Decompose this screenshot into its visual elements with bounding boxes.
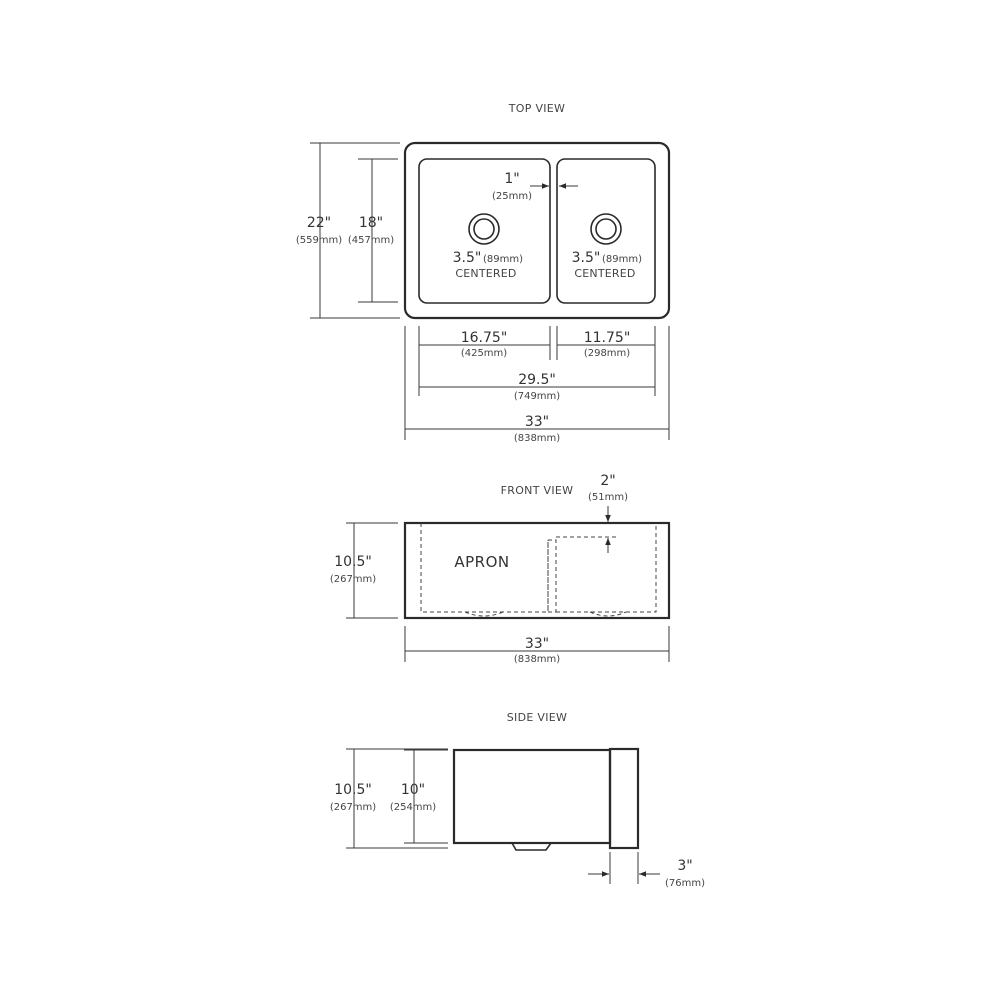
- side-view-title: SIDE VIEW: [507, 711, 567, 724]
- inset-in: 2": [600, 473, 615, 489]
- sink-outline-front: [403, 521, 671, 620]
- overall-width-in: 33": [525, 414, 549, 430]
- right-drain-inner: [595, 218, 617, 240]
- top-view-title: TOP VIEW: [508, 102, 566, 115]
- right-bowl: [556, 158, 656, 304]
- bowl-depth-mm: (457mm): [348, 235, 394, 246]
- apron-thickness-in: 3": [677, 858, 692, 874]
- sink-body-side: [452, 748, 612, 845]
- left-bowl-width-in: 16.75": [461, 330, 508, 346]
- right-bowl-width-mm: (298mm): [584, 348, 630, 359]
- apron-thickness-mm: (76mm): [665, 878, 705, 889]
- right-drain-mm: (89mm): [602, 254, 642, 265]
- drain-side: [511, 842, 552, 851]
- front-height-mm: (267mm): [330, 574, 376, 585]
- left-drain-hidden: [464, 611, 504, 617]
- sink-outline-top: [403, 141, 671, 320]
- apron-side: [608, 747, 640, 850]
- front-view-title: FRONT VIEW: [501, 484, 574, 497]
- front-height-in: 10.5": [334, 554, 372, 570]
- front-width-in: 33": [525, 636, 549, 652]
- side-overall-height-mm: (267mm): [330, 802, 376, 813]
- top-view: TOP VIEW 1" (25mm) 3.5" (89mm) CENTERED …: [296, 102, 671, 444]
- left-drain: [468, 213, 500, 245]
- inner-width-mm: (749mm): [514, 391, 560, 402]
- left-bowl: [418, 158, 551, 304]
- right-bowl-hidden: [556, 523, 657, 613]
- left-drain-inner: [473, 218, 495, 240]
- right-bowl-width-in: 11.75": [584, 330, 631, 346]
- apron-label: APRON: [454, 553, 509, 571]
- left-drain-mm: (89mm): [483, 254, 523, 265]
- divider-mm: (25mm): [492, 191, 532, 202]
- bowl-depth-in: 18": [359, 215, 383, 231]
- right-drain-hidden: [589, 611, 627, 617]
- front-view: FRONT VIEW APRON 2" (51mm) 10.5" (267mm)…: [330, 473, 671, 665]
- inner-width-in: 29.5": [518, 372, 556, 388]
- overall-width-mm: (838mm): [514, 433, 560, 444]
- right-drain-note: CENTERED: [574, 267, 635, 280]
- front-width-mm: (838mm): [514, 654, 560, 665]
- side-bowl-height-in: 10": [401, 782, 425, 798]
- inset-mm: (51mm): [588, 492, 628, 503]
- overall-depth-mm: (559mm): [296, 235, 342, 246]
- side-bowl-height-mm: (254mm): [390, 802, 436, 813]
- overall-depth-in: 22": [307, 215, 331, 231]
- left-drain-in: 3.5": [453, 250, 482, 266]
- side-view: SIDE VIEW 10.5" (267mm) 10" (254mm) 3" (…: [330, 711, 705, 889]
- left-drain-note: CENTERED: [455, 267, 516, 280]
- side-overall-height-in: 10.5": [334, 782, 372, 798]
- right-drain-in: 3.5": [572, 250, 601, 266]
- right-drain: [590, 213, 622, 245]
- left-bowl-hidden: [420, 523, 549, 613]
- left-bowl-width-mm: (425mm): [461, 348, 507, 359]
- divider-in: 1": [504, 171, 519, 187]
- divider-hidden: [547, 539, 557, 613]
